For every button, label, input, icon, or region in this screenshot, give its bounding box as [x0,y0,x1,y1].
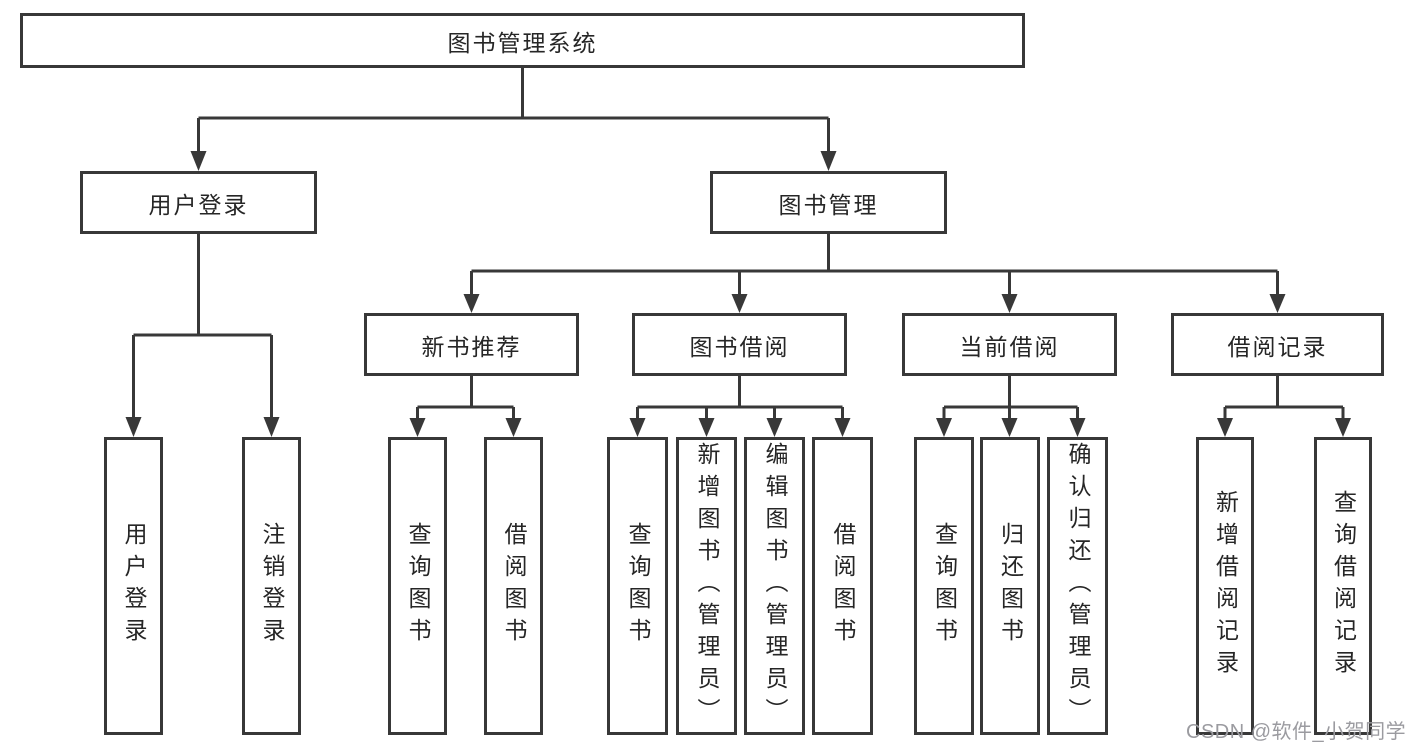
arrowhead [505,418,522,437]
node-book-management: 图书管理 [710,171,947,234]
leaf-borrow-query-books: 查询图书 [607,437,668,735]
connector-root-to-level2 [190,68,837,171]
arrowhead [834,418,851,437]
arrowhead [263,417,280,437]
arrowhead [1001,418,1018,437]
leaf-confirm-return-admin: 确认归还（管理员） [1047,437,1108,735]
node-current-borrow: 当前借阅 [902,313,1117,376]
arrowhead [463,294,480,313]
arrowhead [936,418,952,437]
node-new-book-recommend: 新书推荐 [364,313,579,376]
leaf-borrow-books: 借阅图书 [812,437,873,735]
node-root: 图书管理系统 [20,13,1025,68]
arrowhead [1269,294,1286,313]
arrowhead [731,294,748,313]
arrowhead [1217,418,1233,437]
connector-borrow-record-to-leaves [1217,376,1351,437]
connector-book-borrow-to-leaves [629,376,851,437]
leaf-return-books: 归还图书 [980,437,1040,735]
watermark: CSDN @软件_小贺同学 [1186,721,1405,743]
leaf-add-borrow-record: 新增借阅记录 [1196,437,1254,735]
leaf-edit-books-admin: 编辑图书（管理员） [744,437,805,735]
arrowhead [1069,418,1086,437]
arrowhead [766,418,783,437]
arrowhead [698,418,715,437]
leaf-logout: 注销登录 [242,437,301,735]
leaf-user-login: 用户登录 [104,437,163,735]
node-book-borrow: 图书借阅 [632,313,847,376]
node-user-login: 用户登录 [80,171,317,234]
node-borrow-record: 借阅记录 [1171,313,1384,376]
connector-book-management-to-level3 [463,234,1286,313]
leaf-newbook-borrow-books: 借阅图书 [484,437,543,735]
connector-user-login-to-leaves [125,234,280,437]
leaf-add-books-admin: 新增图书（管理员） [676,437,737,735]
connector-new-book-to-leaves [409,376,522,437]
leaf-query-borrow-record: 查询借阅记录 [1314,437,1372,735]
arrowhead [409,418,426,437]
arrowhead [190,151,207,171]
arrowhead [125,417,142,437]
arrowhead [1335,418,1351,437]
arrowhead [1001,294,1018,313]
leaf-current-query-books: 查询图书 [914,437,974,735]
arrowhead [820,151,837,171]
arrowhead [629,418,646,437]
connector-current-borrow-to-leaves [936,376,1086,437]
leaf-newbook-query-books: 查询图书 [388,437,447,735]
